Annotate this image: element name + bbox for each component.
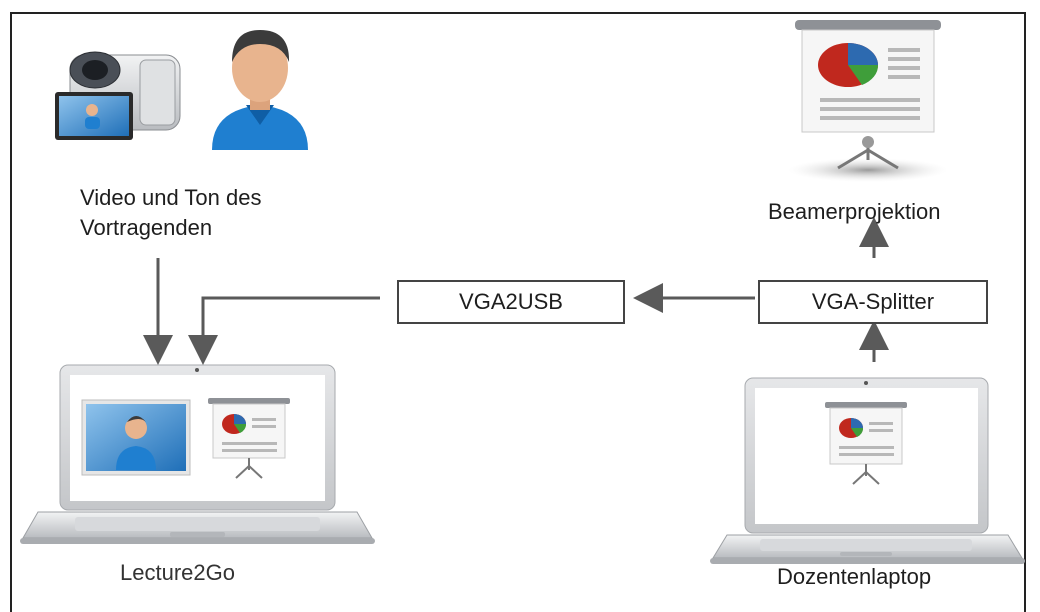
laptop-icon [710,377,1025,564]
laptop-icon [20,364,375,544]
person-icon [212,30,308,150]
diagram-frame [10,12,1026,612]
lecturer-laptop-label: Dozentenlaptop [777,564,932,589]
camcorder-icon [55,51,181,140]
diagram-graphics [20,20,1025,564]
vga2usb-box: VGA2USB [397,280,625,324]
diagram-canvas: Video und Ton des Vortragenden Beamerpro… [10,12,1026,612]
arrow-icon [143,217,889,365]
speaker-label: Video und Ton des Vortragenden [80,183,261,243]
speaker-label-line-1: Video und Ton des [80,185,262,210]
vga-splitter-box: VGA-Splitter [758,280,988,324]
recorder-laptop-label: Lecture2Go [120,560,235,585]
speaker-label-line-2: Vortragenden [80,215,213,240]
projector-screen-icon [788,20,948,182]
projector-label: Beamerprojektion [768,199,941,224]
